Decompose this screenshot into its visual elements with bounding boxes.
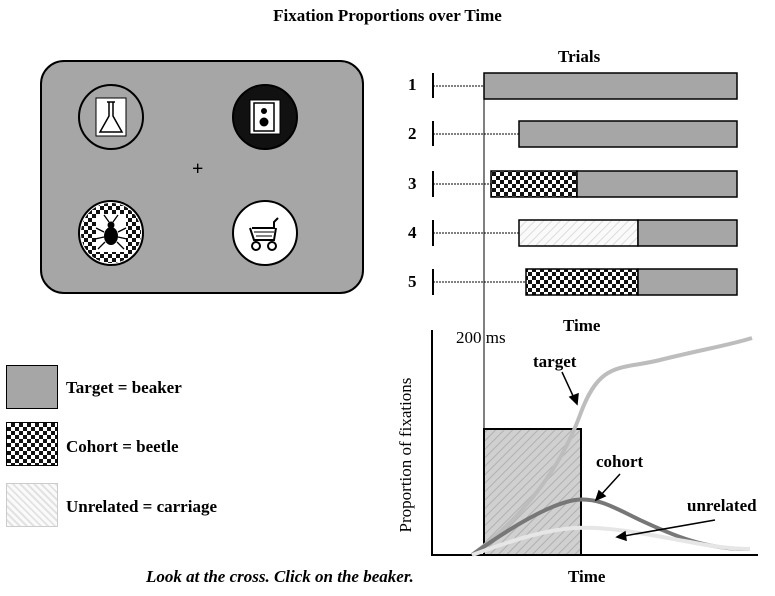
trial-label-4: 4 [408,223,417,242]
carriage-picture[interactable] [232,200,298,266]
trial-5-cohort-segment [525,268,639,296]
legend-swatch-unrelated [6,483,58,527]
trial-row-3 [432,170,738,198]
trial-1-target-segment [483,72,738,100]
unrelated-curve [471,525,751,557]
trial-3-cohort-segment [490,170,578,198]
trial-label-1: 1 [408,75,417,94]
trial-label-2: 2 [408,124,417,143]
trial-4-unrelated-segment [518,219,639,247]
speaker-icon [249,99,281,135]
legend-label-unrelated: Unrelated = carriage [66,497,217,516]
trial-label-3: 3 [408,174,417,193]
trial-5-target-segment [637,268,738,296]
trial-3-target-segment [576,170,738,198]
trial-row-4 [432,219,738,247]
beaker-picture[interactable] [78,84,144,150]
main-title: Fixation Proportions over Time [273,6,502,25]
carriage-icon [249,217,279,251]
trial-2-target-segment [518,120,738,148]
plot-x-axis-label: Time [568,567,606,586]
beaker-icon [95,97,127,137]
target-curve-label: target [533,352,577,371]
onset-label: 200 ms [456,328,506,347]
trial-row-5 [432,268,738,296]
legend-swatch-cohort [6,422,58,466]
trials-time-label: Time [563,316,601,335]
trial-row-2 [432,120,738,148]
legend-label-target: Target = beaker [66,378,182,397]
visual-world-display [40,60,364,294]
unrelated-curve-label: unrelated [687,496,757,515]
trials-title: Trials [558,47,601,66]
fixation-cross: + [192,158,204,180]
instruction-text: Look at the cross. Click on the beaker. [146,567,414,586]
beetle-picture[interactable] [78,200,144,266]
trial-row-1 [432,72,738,100]
curve-label-arrows [561,371,716,542]
speaker-picture[interactable] [232,84,298,150]
trial-bars [432,72,738,296]
trial-label-5: 5 [408,272,417,291]
legend-swatch-target [6,365,58,409]
cohort-curve-label: cohort [596,452,644,471]
legend-label-cohort: Cohort = beetle [66,437,179,456]
target-curve [470,336,753,557]
beetle-icon [81,203,141,263]
trial-4-target-segment [637,219,738,247]
y-axis-label: Proportion of fixations [396,377,415,533]
